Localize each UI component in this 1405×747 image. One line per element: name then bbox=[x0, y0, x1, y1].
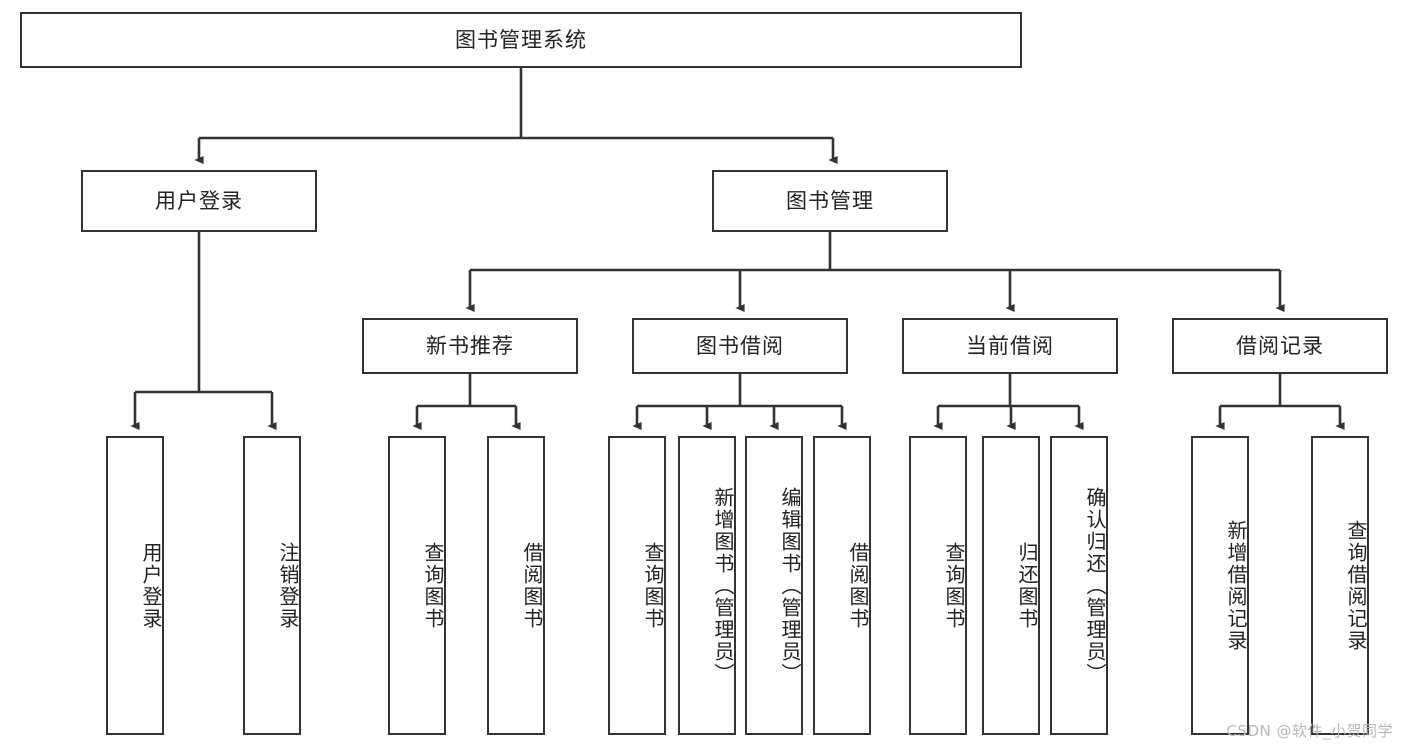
leaf-return-book[interactable]: 归还图书 bbox=[982, 436, 1040, 735]
edge-group-borrow-record bbox=[1215, 374, 1345, 431]
node-current-borrow[interactable]: 当前借阅 bbox=[902, 318, 1118, 374]
node-label: 用户登录 bbox=[139, 541, 163, 630]
csdn-watermark: CSDN @软件_小贺同学 bbox=[1226, 722, 1393, 740]
edge-group-book-borrow bbox=[632, 374, 847, 431]
edge-group-book-manage bbox=[465, 232, 1285, 313]
leaf-query-book-borrow[interactable]: 查询图书 bbox=[608, 436, 666, 735]
node-label: 查询图书 bbox=[942, 541, 966, 630]
leaf-borrow-book-recommend[interactable]: 借阅图书 bbox=[487, 436, 545, 735]
node-root-system[interactable]: 图书管理系统 bbox=[20, 12, 1022, 68]
node-borrow-record[interactable]: 借阅记录 bbox=[1172, 318, 1388, 374]
leaf-query-book-current[interactable]: 查询图书 bbox=[909, 436, 967, 735]
node-label: 查询借阅记录 bbox=[1344, 519, 1368, 652]
edge-group-root bbox=[194, 68, 838, 165]
node-label: 编辑图书（管理员） bbox=[778, 486, 802, 685]
leaf-query-book-recommend[interactable]: 查询图书 bbox=[388, 436, 446, 735]
node-label: 用户登录 bbox=[155, 188, 243, 213]
leaf-user-login[interactable]: 用户登录 bbox=[106, 436, 164, 735]
node-label: 借阅记录 bbox=[1236, 333, 1324, 358]
edge-group-user-login bbox=[130, 232, 277, 431]
node-label: 借阅图书 bbox=[846, 541, 870, 630]
node-new-book-recommend[interactable]: 新书推荐 bbox=[362, 318, 578, 374]
leaf-add-borrow-record[interactable]: 新增借阅记录 bbox=[1191, 436, 1249, 735]
node-label: 查询图书 bbox=[641, 541, 665, 630]
node-label: 确认归还（管理员） bbox=[1083, 486, 1107, 685]
node-label: 新增借阅记录 bbox=[1224, 519, 1248, 652]
leaf-borrow-book[interactable]: 借阅图书 bbox=[813, 436, 871, 735]
node-book-management[interactable]: 图书管理 bbox=[712, 170, 948, 232]
node-label: 归还图书 bbox=[1015, 541, 1039, 630]
leaf-add-book-admin[interactable]: 新增图书（管理员） bbox=[678, 436, 736, 735]
edge-group-new-book bbox=[412, 374, 521, 431]
node-label: 图书管理系统 bbox=[455, 27, 587, 52]
node-label: 注销登录 bbox=[276, 541, 300, 630]
node-user-login[interactable]: 用户登录 bbox=[81, 170, 317, 232]
node-label: 新书推荐 bbox=[426, 333, 514, 358]
leaf-query-borrow-record[interactable]: 查询借阅记录 bbox=[1311, 436, 1369, 735]
leaf-edit-book-admin[interactable]: 编辑图书（管理员） bbox=[745, 436, 803, 735]
leaf-confirm-return-admin[interactable]: 确认归还（管理员） bbox=[1050, 436, 1108, 735]
node-label: 图书管理 bbox=[786, 188, 874, 213]
edge-group-current-borrow bbox=[933, 374, 1084, 431]
node-book-borrow[interactable]: 图书借阅 bbox=[632, 318, 848, 374]
node-label: 当前借阅 bbox=[966, 333, 1054, 358]
node-label: 查询图书 bbox=[421, 541, 445, 630]
leaf-logout-login[interactable]: 注销登录 bbox=[243, 436, 301, 735]
node-label: 新增图书（管理员） bbox=[711, 486, 735, 685]
node-label: 借阅图书 bbox=[520, 541, 544, 630]
node-label: 图书借阅 bbox=[696, 333, 784, 358]
